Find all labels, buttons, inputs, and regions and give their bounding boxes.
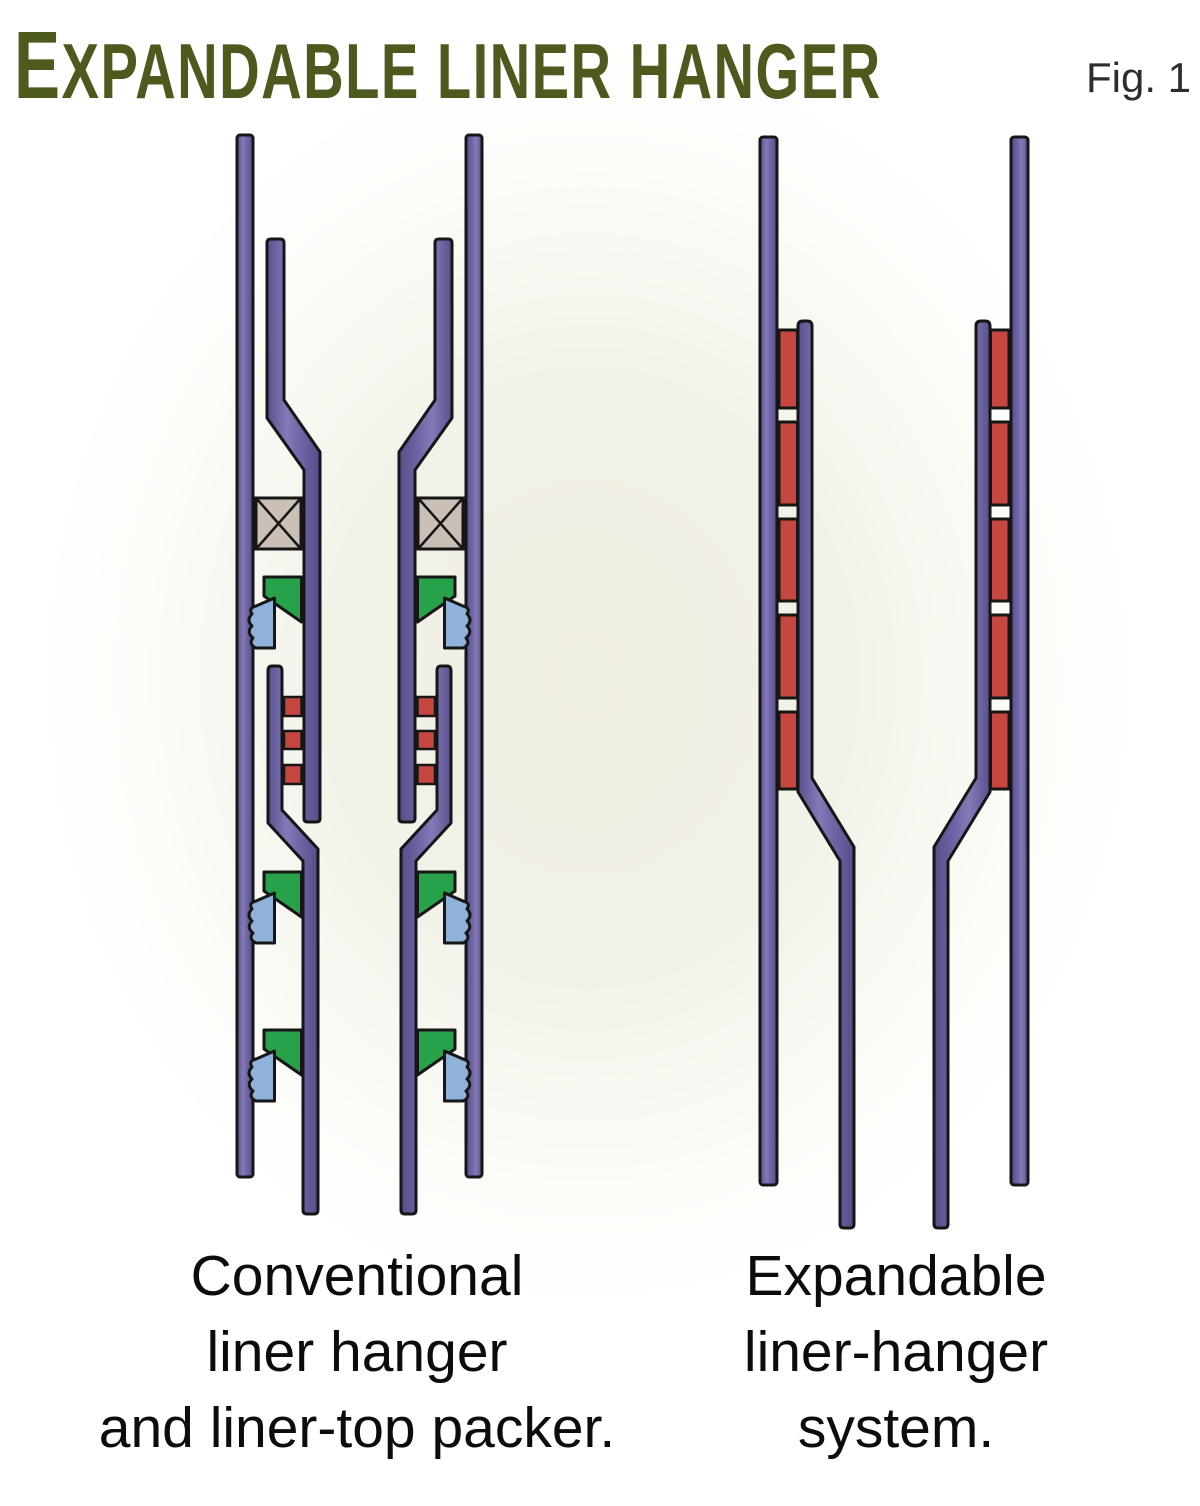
conventional-liner-hanger-diagram: [237, 135, 482, 1214]
expandable-left-half: [758, 135, 856, 1230]
figure-number-label: Fig. 1: [1086, 54, 1192, 101]
caption-line: Expandable: [745, 1244, 1047, 1308]
page-title: EXPANDABLE LINER HANGER: [14, 15, 882, 117]
caption-line: Conventional: [190, 1244, 524, 1308]
caption-line: liner-hanger: [743, 1320, 1049, 1384]
title-initial-letter: E: [14, 12, 62, 119]
caption-line: liner hanger: [206, 1320, 508, 1384]
caption-line: and liner-top packer.: [98, 1396, 616, 1460]
conventional-right-half: [399, 135, 482, 1214]
caption-line: system.: [797, 1396, 995, 1460]
title-rest: XPANDABLE LINER HANGER: [61, 27, 882, 115]
expandable-right-half: [932, 135, 1030, 1230]
expandable-liner-hanger-diagram: [758, 135, 1030, 1230]
conventional-left-half: [237, 135, 320, 1214]
caption-expandable: Expandable liner-hanger system.: [546, 1238, 1200, 1466]
caption-conventional: Conventional liner hanger and liner-top …: [2, 1238, 712, 1466]
